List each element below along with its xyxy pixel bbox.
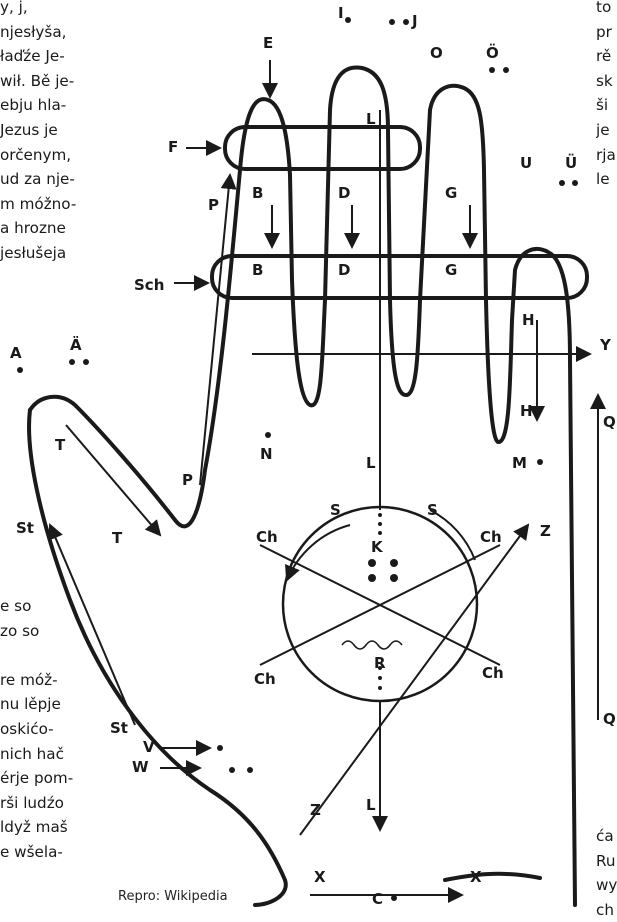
label-K: K <box>371 538 384 556</box>
label-Ch-top-right: Ch <box>480 528 502 546</box>
label-Ch-bottom-left: Ch <box>254 670 276 688</box>
wrist-left <box>255 880 286 905</box>
label-Y: Y <box>599 336 612 354</box>
label-A-uml: Ä <box>70 335 82 354</box>
label-E: E <box>263 34 273 52</box>
label-N: N <box>260 445 273 463</box>
label-Q-top: Q <box>603 413 616 431</box>
label-X-left: X <box>314 868 326 886</box>
label-Ch-bottom-right: Ch <box>482 664 504 682</box>
label-Z-upper: Z <box>540 522 551 540</box>
label-U-uml: Ü <box>565 153 577 172</box>
label-Ch-top-left: Ch <box>256 528 278 546</box>
label-T-lower: T <box>112 529 123 547</box>
label-St-upper: St <box>16 519 34 537</box>
label-L-bottom: L <box>366 796 376 814</box>
label-G-upper: G <box>445 184 457 202</box>
label-B-lower: B <box>252 261 263 279</box>
label-U: U <box>520 154 532 172</box>
hand-outline-left <box>29 410 285 880</box>
label-S-left: S <box>330 501 341 519</box>
label-Q-bottom: Q <box>603 710 616 728</box>
label-D-upper: D <box>338 184 350 202</box>
label-J: J <box>411 12 418 30</box>
label-W: W <box>132 758 149 776</box>
label-H-upper: H <box>522 311 535 329</box>
label-V: V <box>143 738 155 756</box>
label-D-lower: D <box>338 261 350 279</box>
lower-band <box>212 256 587 298</box>
label-Z-lower: Z <box>310 801 321 819</box>
label-St-lower: St <box>110 719 128 737</box>
label-O-uml: Ö <box>486 43 499 62</box>
label-I: I <box>338 4 344 22</box>
upper-band <box>225 127 420 169</box>
label-P-lower: P <box>182 471 193 489</box>
figure-caption: Repro: Wikipedia <box>118 889 228 904</box>
label-A: A <box>10 344 22 362</box>
label-H-lower: H <box>520 402 533 420</box>
label-M: M <box>512 454 527 472</box>
index-finger <box>290 67 575 905</box>
hand-outline <box>30 99 290 526</box>
label-L-top: L <box>366 110 376 128</box>
label-R: R <box>374 654 386 672</box>
label-L-mid: L <box>366 454 376 472</box>
label-O: O <box>430 44 443 62</box>
label-B-upper: B <box>252 184 263 202</box>
label-X-right: X <box>470 868 482 886</box>
label-Sch: Sch <box>134 276 164 294</box>
label-P-upper: P <box>208 196 219 214</box>
label-T-upper: T <box>55 436 66 454</box>
label-S-right: S <box>427 501 438 519</box>
label-F: F <box>168 138 178 156</box>
label-G-lower: G <box>445 261 457 279</box>
wrist-right <box>445 874 540 880</box>
label-C: C <box>372 890 383 907</box>
